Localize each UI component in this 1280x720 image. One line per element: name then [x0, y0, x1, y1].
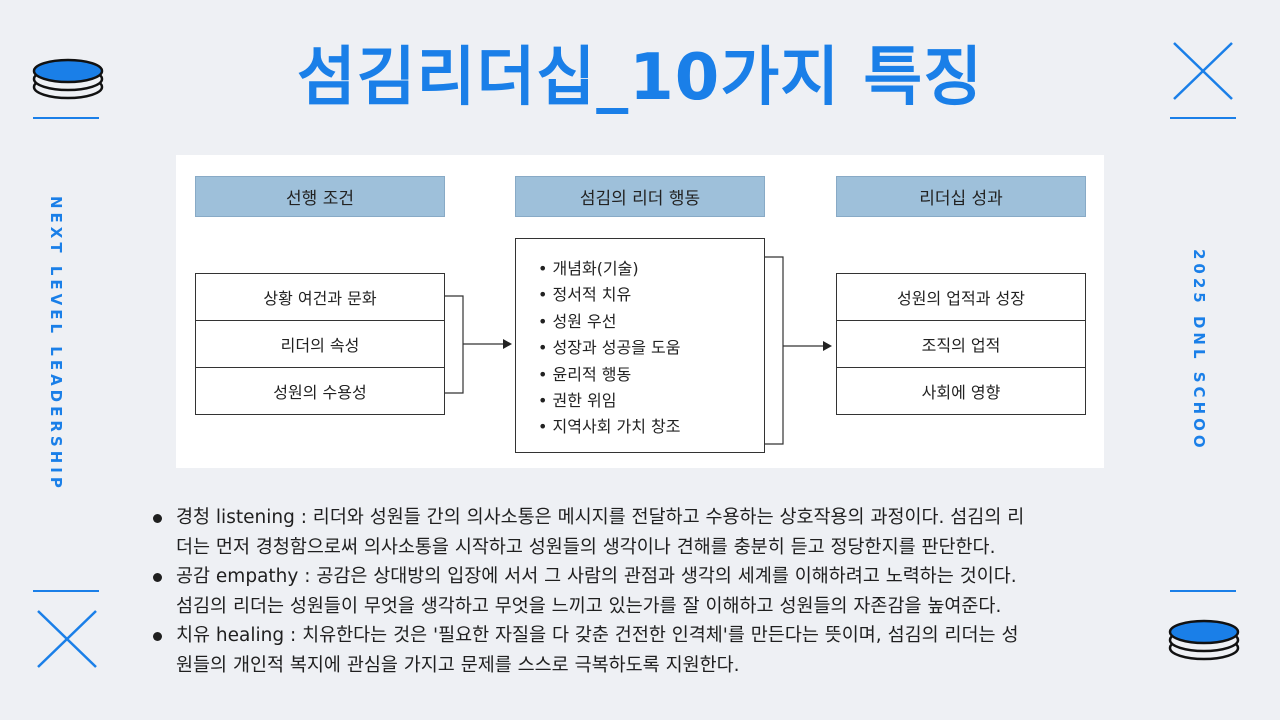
bullet-line: 경청 listening : 리더와 성원들 간의 의사소통은 메시지를 전달하…	[176, 507, 1025, 528]
antecedents-list: 상황 여건과 문화 리더의 속성 성원의 수용성	[195, 273, 445, 415]
side-text-right: 2025 DNL SCHOO	[1190, 249, 1208, 452]
header-outcomes: 리더십 성과	[836, 176, 1086, 217]
characteristics-list: 경청 listening : 리더와 성원들 간의 의사소통은 메시지를 전달하…	[150, 503, 1130, 680]
outcomes-list: 성원의 업적과 성장 조직의 업적 사회에 영향	[836, 273, 1086, 415]
divider-top-left	[33, 117, 99, 119]
list-item: 정서적 치유	[538, 282, 764, 308]
coin-stack-icon	[1168, 619, 1240, 661]
bullet-line: 더는 먼저 경청함으로써 의사소통을 시작하고 성원들의 생각이나 견해를 충분…	[176, 536, 996, 558]
list-item: 치유 healing : 치유한다는 것은 '필요한 자질을 다 갖춘 건전한 …	[150, 621, 1130, 680]
list-item: 권한 위임	[538, 388, 764, 414]
list-item: 조직의 업적	[836, 320, 1086, 368]
list-item: 개념화(기술)	[538, 256, 764, 282]
bullet-icon	[153, 632, 162, 641]
divider-bottom-right	[1170, 590, 1236, 592]
list-item: 지역사회 가치 창조	[538, 414, 764, 440]
list-item: 윤리적 행동	[538, 362, 764, 388]
list-item: 성원의 수용성	[195, 367, 445, 415]
side-text-left: NEXT LEVEL LEADERSHIP	[47, 196, 65, 492]
divider-bottom-left	[33, 590, 99, 592]
list-item: 성원 우선	[538, 309, 764, 335]
list-item: 성원의 업적과 성장	[836, 273, 1086, 321]
list-item: 성장과 성공을 도움	[538, 335, 764, 361]
coin-stack-icon	[32, 58, 104, 100]
bullet-line: 치유 healing : 치유한다는 것은 '필요한 자질을 다 갖춘 건전한 …	[176, 625, 1019, 646]
bullet-line: 섬김의 리더는 성원들이 무엇을 생각하고 무엇을 느끼고 있는가를 잘 이해하…	[176, 595, 1002, 617]
page-title: 섬김리더십_10가지 특징	[296, 41, 984, 115]
cross-icon	[37, 610, 97, 668]
connector-arrow	[765, 256, 832, 445]
bullet-icon	[153, 573, 162, 582]
header-leader-behaviors: 섬김의 리더 행동	[515, 176, 765, 217]
servant-leadership-diagram: 선행 조건 섬김의 리더 행동 리더십 성과 상황 여건과 문화 리더의 속성 …	[176, 155, 1104, 468]
leader-behaviors-box: 개념화(기술) 정서적 치유 성원 우선 성장과 성공을 도움 윤리적 행동 권…	[515, 238, 765, 453]
list-item: 리더의 속성	[195, 320, 445, 368]
divider-top-right	[1170, 117, 1236, 119]
bullet-line: 공감 empathy : 공감은 상대방의 입장에 서서 그 사람의 관점과 생…	[176, 566, 1017, 587]
bullet-line: 원들의 개인적 복지에 관심을 가지고 문제를 스스로 극복하도록 지원한다.	[176, 654, 740, 676]
list-item: 상황 여건과 문화	[195, 273, 445, 321]
cross-icon	[1173, 42, 1233, 100]
list-item: 공감 empathy : 공감은 상대방의 입장에 서서 그 사람의 관점과 생…	[150, 562, 1130, 621]
header-antecedents: 선행 조건	[195, 176, 445, 217]
list-item: 사회에 영향	[836, 367, 1086, 415]
list-item: 경청 listening : 리더와 성원들 간의 의사소통은 메시지를 전달하…	[150, 503, 1130, 562]
connector-arrow	[445, 295, 512, 394]
bullet-icon	[153, 514, 162, 523]
